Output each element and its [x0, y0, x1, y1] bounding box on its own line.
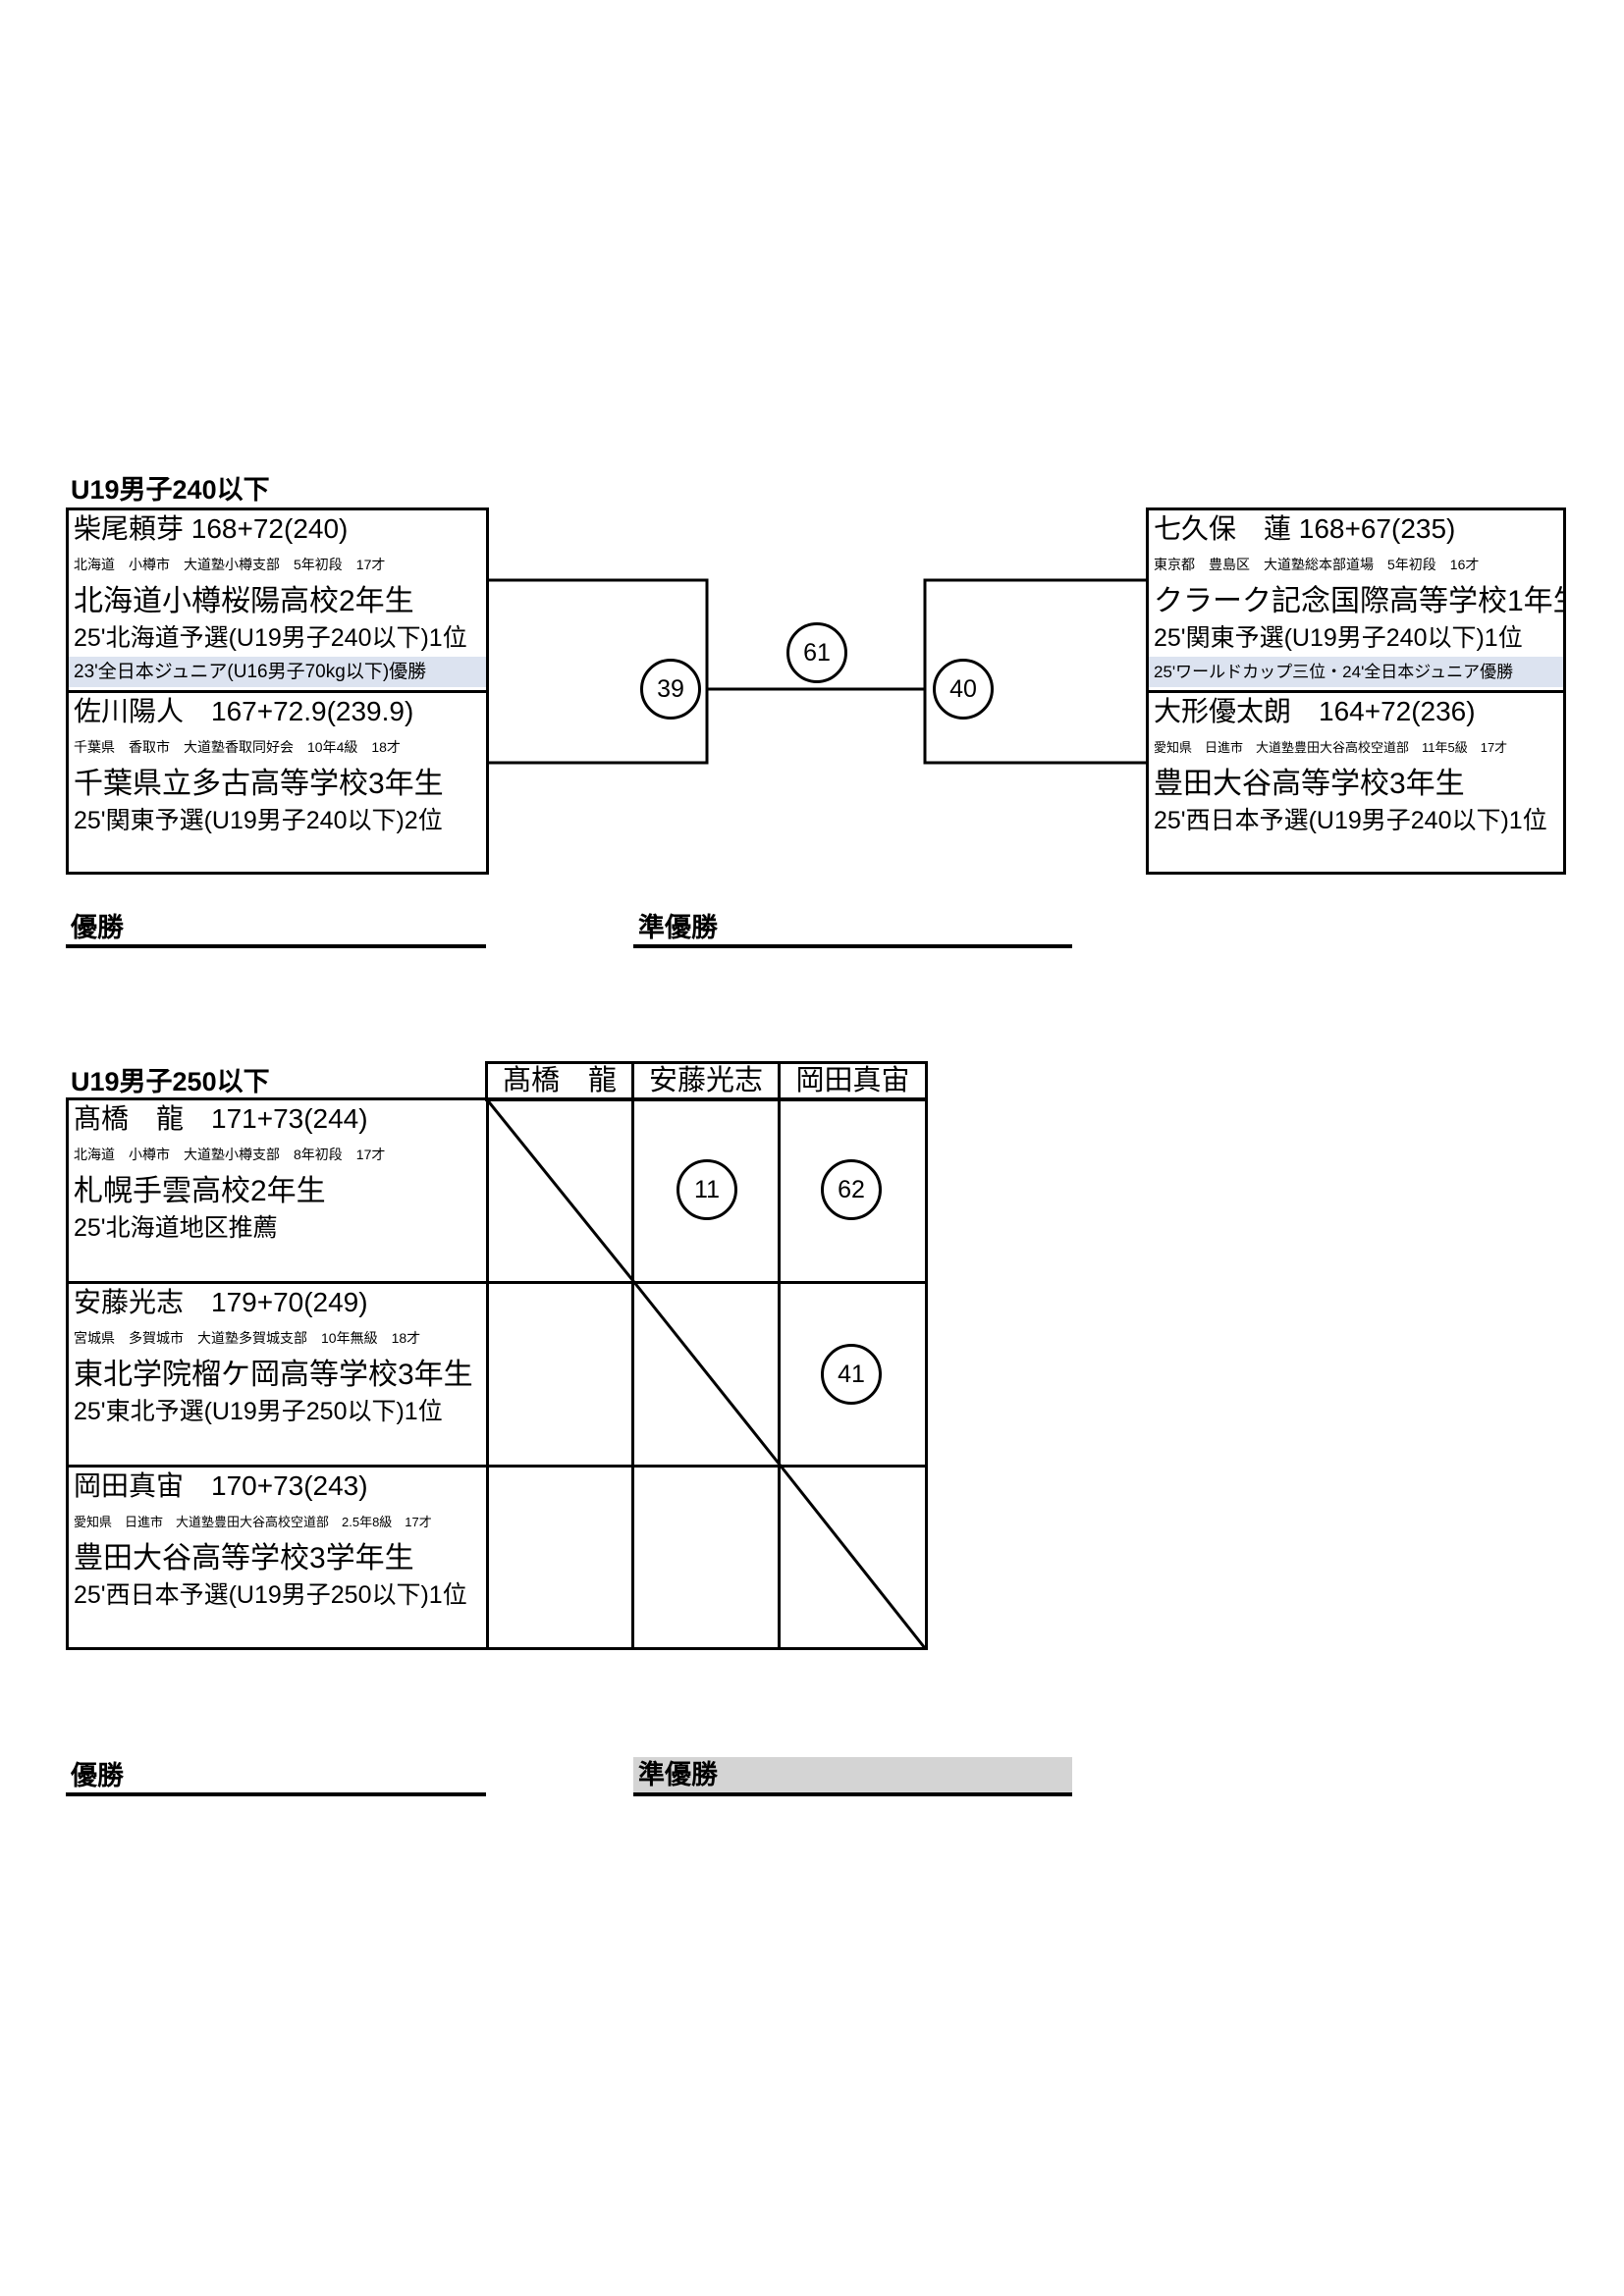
- section1-title: U19男子240以下: [71, 475, 270, 505]
- player-entry: 安藤光志 179+70(249) 宮城県 多賀城市 大道塾多賀城支部 10年無級…: [69, 1284, 486, 1430]
- player-record: 25'北海道予選(U19男子240以下)1位: [74, 624, 467, 652]
- player-name: 柴尾頼芽 168+72(240): [74, 513, 349, 544]
- player-school: 豊田大谷高等学校3年生: [1154, 768, 1465, 800]
- player-school: 豊田大谷高等学校3学年生: [74, 1542, 414, 1575]
- player-record: 25'東北予選(U19男子250以下)1位: [74, 1398, 443, 1425]
- player-entry: 髙橋 龍 171+73(244) 北海道 小樽市 大道塾小樽支部 8年初段 17…: [69, 1100, 486, 1247]
- player-affiliation: 宮城県 多賀城市 大道塾多賀城支部 10年無級 18才: [74, 1330, 421, 1346]
- winner-field: 優勝: [66, 911, 486, 948]
- player-name: 大形優太朗 164+72(236): [1154, 696, 1476, 726]
- row-divider: [69, 1465, 925, 1468]
- player-record: 25'西日本予選(U19男子250以下)1位: [74, 1581, 467, 1609]
- player-record: 25'関東予選(U19男子240以下)1位: [1154, 624, 1523, 652]
- runner-up-field: 準優勝: [633, 911, 1072, 948]
- player-highlight: 25'ワールドカップ三位・24'全日本ジュニア優勝: [1149, 657, 1563, 687]
- player-entry: 柴尾頼芽 168+72(240) 北海道 小樽市 大道塾小樽支部 5年初段 17…: [69, 510, 486, 687]
- player-school: クラーク記念国際高等学校1年生: [1154, 585, 1563, 617]
- divider: [1149, 690, 1563, 693]
- match-number-left: 39: [640, 659, 701, 720]
- diagonal-3: [778, 1464, 927, 1649]
- match-number-right: 40: [933, 659, 994, 720]
- player-highlight: 23'全日本ジュニア(U16男子70kg以下)優勝: [69, 657, 486, 687]
- header-col-1: 髙橋 龍: [502, 1065, 617, 1096]
- row-divider: [69, 1281, 925, 1284]
- player-name: 安藤光志 179+70(249): [74, 1287, 368, 1317]
- winner-field: 優勝: [66, 1759, 486, 1796]
- match-number-1v2: 11: [677, 1159, 737, 1220]
- header-col-3: 岡田真宙: [795, 1065, 910, 1096]
- player-record: 25'西日本予選(U19男子240以下)1位: [1154, 807, 1547, 834]
- player-entry: 七久保 蓮 168+67(235) 東京都 豊島区 大道塾総本部道場 5年初段 …: [1149, 510, 1563, 687]
- player-entry: 大形優太朗 164+72(236) 愛知県 日進市 大道塾豊田大谷高校空道部 1…: [1149, 693, 1563, 839]
- player-affiliation: 北海道 小樽市 大道塾小樽支部 5年初段 17才: [74, 557, 386, 572]
- diagonal-1: [484, 1097, 635, 1282]
- divider: [69, 690, 486, 693]
- player-name: 佐川陽人 167+72.9(239.9): [74, 696, 414, 726]
- player-entry: 岡田真宙 170+73(243) 愛知県 日進市 大道塾豊田大谷高校空道部 2.…: [69, 1468, 486, 1614]
- player-school: 北海道小樽桜陽高校2年生: [74, 585, 414, 617]
- player-affiliation: 愛知県 日進市 大道塾豊田大谷高校空道部 11年5級 17才: [1154, 740, 1508, 755]
- col-divider: [778, 1061, 781, 1650]
- player-school: 東北学院榴ケ岡高等学校3年生: [74, 1359, 473, 1391]
- header-col-2: 安藤光志: [648, 1065, 763, 1096]
- player-name: 七久保 蓮 168+67(235): [1154, 513, 1456, 544]
- match-number-1v3: 62: [821, 1159, 882, 1220]
- player-record: 25'北海道地区推薦: [74, 1214, 278, 1242]
- runner-up-field: 準優勝: [633, 1757, 1072, 1796]
- round-robin-table: 髙橋 龍 171+73(244) 北海道 小樽市 大道塾小樽支部 8年初段 17…: [66, 1097, 928, 1650]
- match-number-final: 61: [786, 622, 847, 683]
- section2-title: U19男子250以下: [71, 1067, 270, 1096]
- player-affiliation: 東京都 豊島区 大道塾総本部道場 5年初段 16才: [1154, 557, 1480, 572]
- player-affiliation: 北海道 小樽市 大道塾小樽支部 8年初段 17才: [74, 1147, 386, 1162]
- diagonal-2: [631, 1280, 782, 1466]
- col-divider: [631, 1061, 634, 1650]
- player-entry: 佐川陽人 167+72.9(239.9) 千葉県 香取市 大道塾香取同好会 10…: [69, 693, 486, 839]
- player-name: 髙橋 龍 171+73(244): [74, 1103, 368, 1134]
- left-bracket-box: 柴尾頼芽 168+72(240) 北海道 小樽市 大道塾小樽支部 5年初段 17…: [66, 507, 489, 875]
- player-record: 25'関東予選(U19男子240以下)2位: [74, 807, 443, 834]
- player-school: 千葉県立多古高等学校3年生: [74, 768, 444, 800]
- right-bracket-box: 七久保 蓮 168+67(235) 東京都 豊島区 大道塾総本部道場 5年初段 …: [1146, 507, 1566, 875]
- player-name: 岡田真宙 170+73(243): [74, 1470, 368, 1501]
- player-affiliation: 愛知県 日進市 大道塾豊田大谷高校空道部 2.5年8級 17才: [74, 1515, 432, 1529]
- player-school: 札幌手雲高校2年生: [74, 1175, 326, 1207]
- match-number-2v3: 41: [821, 1344, 882, 1405]
- col-divider: [486, 1100, 489, 1647]
- player-affiliation: 千葉県 香取市 大道塾香取同好会 10年4級 18才: [74, 739, 401, 755]
